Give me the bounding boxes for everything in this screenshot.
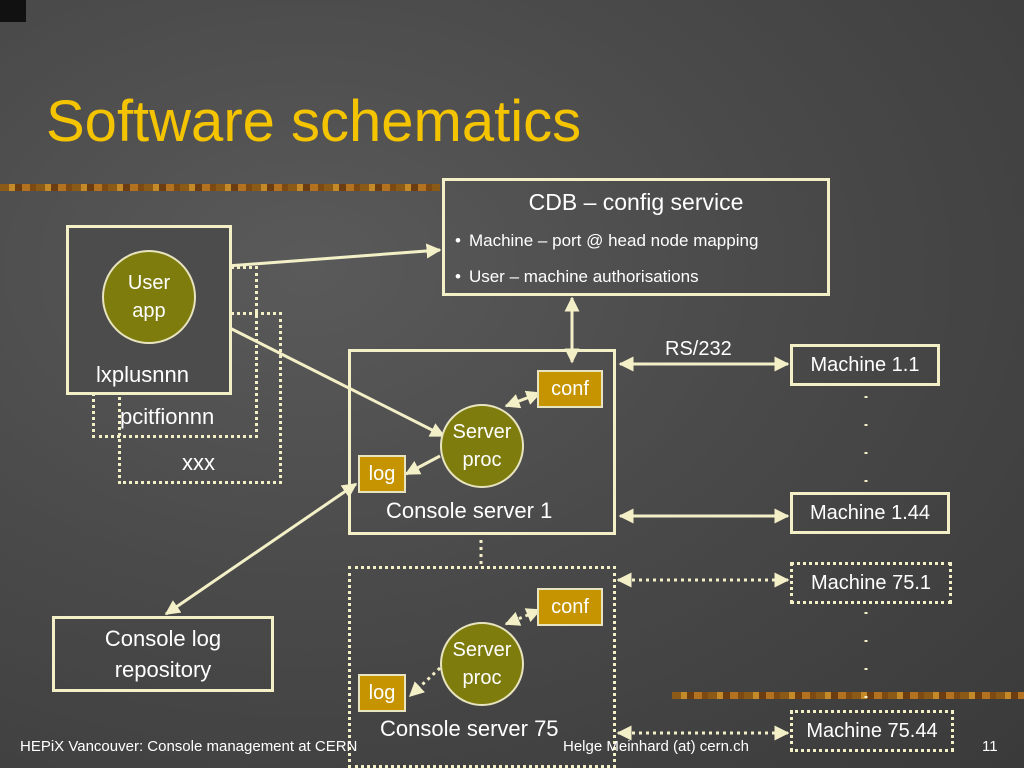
arrow-proc-conf1: [504, 390, 542, 409]
repository-label-2: repository: [114, 657, 212, 682]
machine-1-44: Machine 1.44: [790, 492, 950, 534]
host-label-pcitfionnn: pcitfionnn: [120, 404, 215, 429]
console-server-1-label: Console server 1: [386, 498, 553, 523]
conf-file-1: conf: [537, 370, 603, 408]
footer-center: Helge Meinhard (at) cern.ch: [563, 738, 749, 755]
machine-75-1: Machine 75.1: [790, 562, 952, 604]
log-file-1: log: [358, 455, 406, 493]
conf-file-75: conf: [537, 588, 603, 626]
page-number: 11: [982, 738, 998, 755]
footer-left: HEPiX Vancouver: Console management at C…: [20, 738, 358, 755]
machine-1-1: Machine 1.1: [790, 344, 940, 386]
console-server-1-box: [348, 349, 616, 535]
arrow-proc-log1: [404, 454, 441, 476]
machine-75-44: Machine 75.44: [790, 710, 954, 752]
user-app-node: User app: [102, 250, 196, 344]
cdb-config-service-box: CDB – config service •Machine – port @ h…: [442, 178, 830, 296]
slide-title: Software schematics: [46, 89, 582, 154]
host-label-xxx: xxx: [182, 450, 215, 475]
cdb-bullet-1: •Machine – port @ head node mapping: [455, 231, 759, 250]
arrow-proc-conf75: [504, 608, 542, 626]
user-app-label-1: User: [127, 272, 171, 294]
arrow-userapp-cdb: [198, 243, 442, 275]
cdb-title: CDB – config service: [528, 189, 744, 215]
rs232-label: RS/232: [665, 338, 732, 360]
log-file-75: log: [358, 674, 406, 712]
arrow-log1-repository: [164, 482, 358, 616]
repository-label-1: Console log: [104, 626, 222, 651]
decorative-strip-top: [0, 184, 440, 191]
corner-mark: [0, 0, 26, 22]
arrow-userapp-serverproc: [196, 310, 446, 438]
console-server-75-box: [348, 566, 616, 768]
decorative-strip-bottom: [672, 692, 1024, 699]
cdb-bullet-2: •User – machine authorisations: [455, 267, 699, 286]
host-label-lxplusnnn: lxplusnnn: [96, 362, 189, 387]
console-server-75-label: Console server 75: [380, 716, 559, 741]
console-log-repository-box: Console log repository: [52, 616, 274, 692]
user-app-label-2: app: [132, 300, 166, 322]
